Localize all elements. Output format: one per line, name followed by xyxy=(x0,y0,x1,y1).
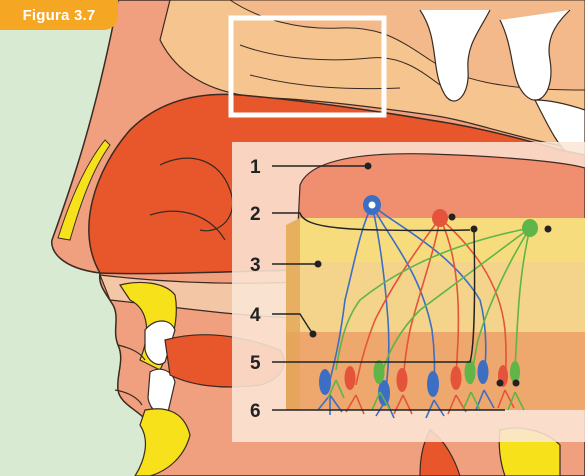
blue-receptor-cell xyxy=(478,360,489,384)
label-2: 2 xyxy=(250,204,261,225)
label-6: 6 xyxy=(250,401,261,422)
green-mitral-cell xyxy=(522,219,538,237)
red-mitral-cell xyxy=(432,209,448,227)
epithelium-lower-layer xyxy=(286,332,585,410)
label-4: 4 xyxy=(250,305,261,326)
blue-receptor-cell xyxy=(319,369,331,395)
red-receptor-cell xyxy=(397,368,408,392)
label-3: 3 xyxy=(250,255,261,276)
red-receptor-cell xyxy=(345,366,356,390)
green-receptor-cell xyxy=(465,360,476,384)
green-receptor-cell xyxy=(374,360,385,384)
label-5: 5 xyxy=(250,353,261,374)
red-receptor-cell xyxy=(451,366,462,390)
blue-receptor-cell xyxy=(427,371,439,397)
epithelium-upper-layer xyxy=(286,262,585,332)
label-1: 1 xyxy=(250,157,261,178)
figure-tag: Figura 3.7 xyxy=(0,0,118,30)
